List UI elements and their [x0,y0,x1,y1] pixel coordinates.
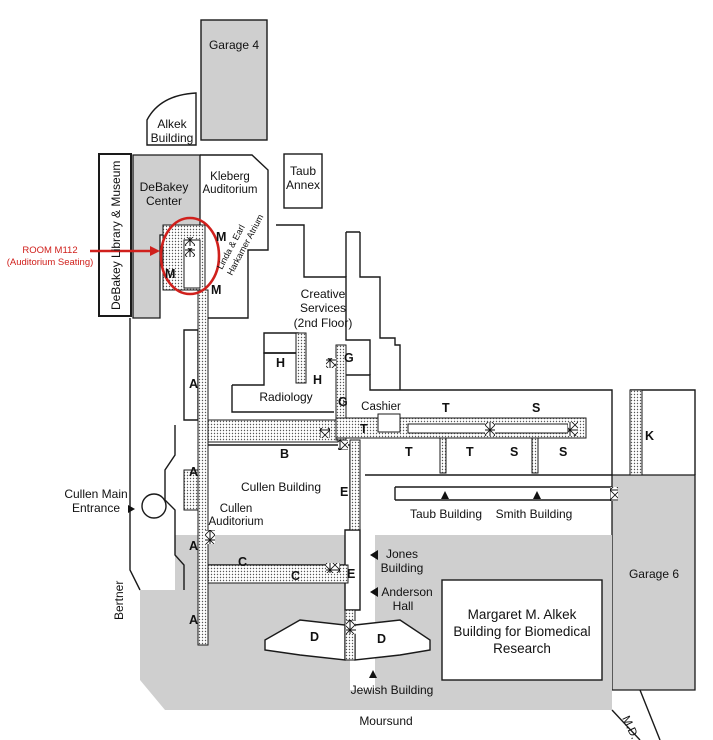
cullen-entrance-1: Cullen Main [64,487,127,501]
kleberg-outline [200,154,269,319]
zone-d-2: D [377,632,386,646]
md-street [611,689,661,740]
alkek-label-2: Building [151,131,194,145]
cullen-entrance-shape [164,425,185,590]
jones-1: Jones [386,547,418,561]
zone-s-3: S [559,445,567,459]
alkek-bio-box [441,579,603,681]
alkek-bio-2: Building for Biomedical [453,624,590,639]
zone-h-2: H [313,373,322,387]
zone-a-1: A [189,377,198,391]
taub-annex-outline [283,153,323,209]
taub-annex-1: Taub [290,164,316,178]
corridor-c [207,564,349,584]
corridor-s-down [531,437,539,474]
corridor-h [295,332,307,384]
zone-a-3: A [189,539,198,553]
radiology-label: Radiology [259,390,312,404]
kleberg-1: Kleberg [210,171,250,183]
alkek-bio-1: Margaret M. Alkek [468,607,577,622]
alkek-label-1: Alkek [157,117,187,131]
md-street: M.D. [619,714,640,740]
creative-2: Services [300,301,346,315]
cullen-entrance-circle [141,493,167,519]
creative-1: Creative [301,287,346,301]
room-highlight [90,216,221,296]
corridor-a-vertical [197,289,209,646]
anderson-1: Anderson [381,585,432,599]
moursund-street: Moursund [359,714,412,728]
zone-k: K [645,429,654,443]
garage-6-label: Garage 6 [629,567,679,581]
zone-t-3: T [405,445,413,459]
labels: ROOM M112 (Auditorium Seating) Garage 4 … [7,38,680,740]
tower-outline [345,231,360,277]
debakey-center-1: DeBakey [140,180,189,194]
corridor-t-down-1 [439,437,447,474]
outlines [98,19,696,740]
zone-a-4: A [189,613,198,627]
room-arrow-head [150,246,160,256]
zone-b: B [280,447,289,461]
cullen-entrance-2: Entrance [72,501,120,515]
jones-2: Building [381,561,424,575]
cashier-label: Cashier [361,401,401,413]
bertner-street: Bertner [112,581,126,620]
corridor-e [349,439,361,531]
zone-e-2: E [347,567,355,581]
zone-c-1: C [238,555,247,569]
zone-s-2: S [510,445,518,459]
zone-m-3: M [211,283,221,297]
taub-smith-outline [365,474,612,500]
zone-c-2: C [291,569,300,583]
kleberg-2: Auditorium [203,184,258,196]
anderson-2: Hall [393,599,414,613]
zone-a-2: A [189,465,198,479]
room-circle [159,216,221,296]
debakey-library-label: DeBakey Library & Museum [109,161,123,310]
k-building [630,389,696,475]
tower-outline-2 [359,232,401,390]
garage-4-label: Garage 4 [209,38,259,52]
zone-h-1: H [276,356,285,370]
zone-m-1: M [216,230,226,244]
cullen-left-col [183,329,199,421]
entrance-arrows [128,491,541,678]
creative-3: (2nd Floor) [294,316,353,330]
corridor-west-a [183,469,199,511]
taub-annex-2: Annex [286,178,320,192]
zone-m-2: M [165,267,175,281]
cullen-aud-1: Cullen [220,503,253,515]
debakey-center-2: Center [146,194,182,208]
corridor-b [207,419,339,443]
room-sublabel: (Auditorium Seating) [7,257,94,268]
door-markers [185,237,618,634]
zone-t-2: T [360,422,368,436]
garage-4-outline [200,19,268,141]
smith-building-label: Smith Building [496,507,573,521]
room-label: ROOM M112 [22,245,77,256]
cashier-outline [336,374,613,475]
zone-t-1: T [442,401,450,415]
radiology-main [231,352,334,413]
zone-t-4: T [466,445,474,459]
zone-e-1: E [340,485,348,499]
corridor-d [344,609,356,661]
jewish-building-label: Jewish Building [351,683,434,697]
zone-g-1: G [344,351,354,365]
west-edge [129,318,141,591]
zone-g-2: G [338,395,348,409]
taub-building-label: Taub Building [410,507,482,521]
alkek-bio-3: Research [493,641,551,656]
radiology-outline [263,332,299,354]
cullen-aud-2: Auditorium [209,516,264,528]
alkek-building-outline [146,92,197,146]
garage-6-area [611,474,696,691]
corridor-k [629,389,643,476]
zone-s-1: S [532,401,540,415]
zone-d-1: D [310,630,319,644]
cullen-building-label: Cullen Building [241,480,321,494]
debakey-library-outline [98,153,132,317]
